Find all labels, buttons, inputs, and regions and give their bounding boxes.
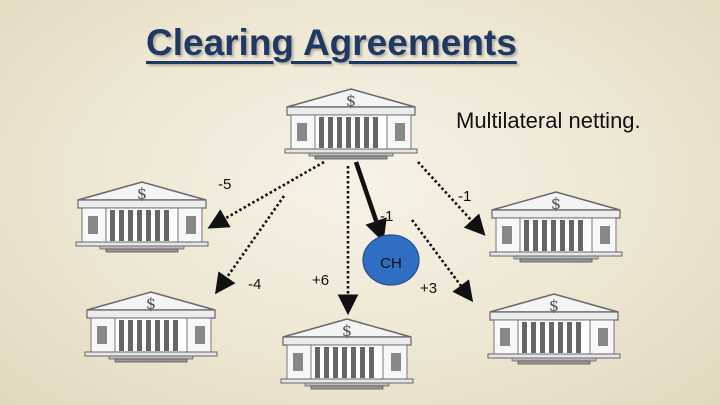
bank-top-icon xyxy=(284,88,418,160)
bank-right-top-icon xyxy=(489,191,623,263)
flow-label-right-bottom: +3 xyxy=(420,280,438,297)
bank-bottom-middle-icon xyxy=(280,318,414,390)
bank-right-bottom-icon xyxy=(487,293,621,365)
flow-arrow-left-bottom xyxy=(215,195,286,295)
clearing-house-label: CH xyxy=(380,255,402,272)
slide-subtitle: Multilateral netting. xyxy=(456,108,641,133)
flow-arrow-left-top xyxy=(207,160,325,229)
flow-label-left-bottom: -4 xyxy=(248,276,262,293)
bank-left-top-icon xyxy=(75,181,209,253)
clearing-house-node xyxy=(362,234,420,286)
flow-label-right-top: -1 xyxy=(458,188,472,205)
bank-left-bottom-icon xyxy=(84,291,218,363)
flow-arrow-right-top xyxy=(417,161,486,236)
flow-label-top: -1 xyxy=(380,208,394,225)
flow-label-left-top: -5 xyxy=(218,176,232,193)
flow-label-bottom-middle: +6 xyxy=(312,272,330,289)
flow-arrow-right-bottom xyxy=(410,219,474,303)
slide-title: Clearing Agreements xyxy=(146,22,517,63)
flow-arrow-top xyxy=(353,161,387,243)
